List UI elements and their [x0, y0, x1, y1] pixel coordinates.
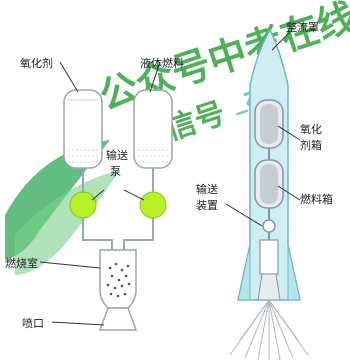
delivery-device-shape	[262, 219, 276, 233]
label-liquid-fuel: 液体燃料	[140, 57, 184, 70]
pump-left-shape	[69, 191, 97, 219]
label-fairing: 整流罩	[286, 21, 319, 34]
label-oxidizer: 氧化剂	[20, 57, 53, 70]
pump-right-shape	[139, 191, 167, 219]
label-nozzle: 喷口	[22, 317, 44, 330]
nozzle-shape	[98, 307, 138, 331]
label-oxidizer-tank-line2: 剂箱	[300, 139, 322, 152]
label-delivery-pump-line2: 泵	[110, 165, 121, 178]
label-oxidizer-tank-line1: 氧化	[300, 123, 322, 136]
label-delivery-pump-line1: 输送	[106, 149, 128, 162]
label-fuel-tank: 燃料箱	[300, 193, 333, 206]
label-delivery-device-line1: 输送	[196, 183, 218, 196]
label-delivery-device-line2: 装置	[196, 199, 218, 212]
label-combustion-chamber: 燃烧室	[5, 257, 38, 270]
